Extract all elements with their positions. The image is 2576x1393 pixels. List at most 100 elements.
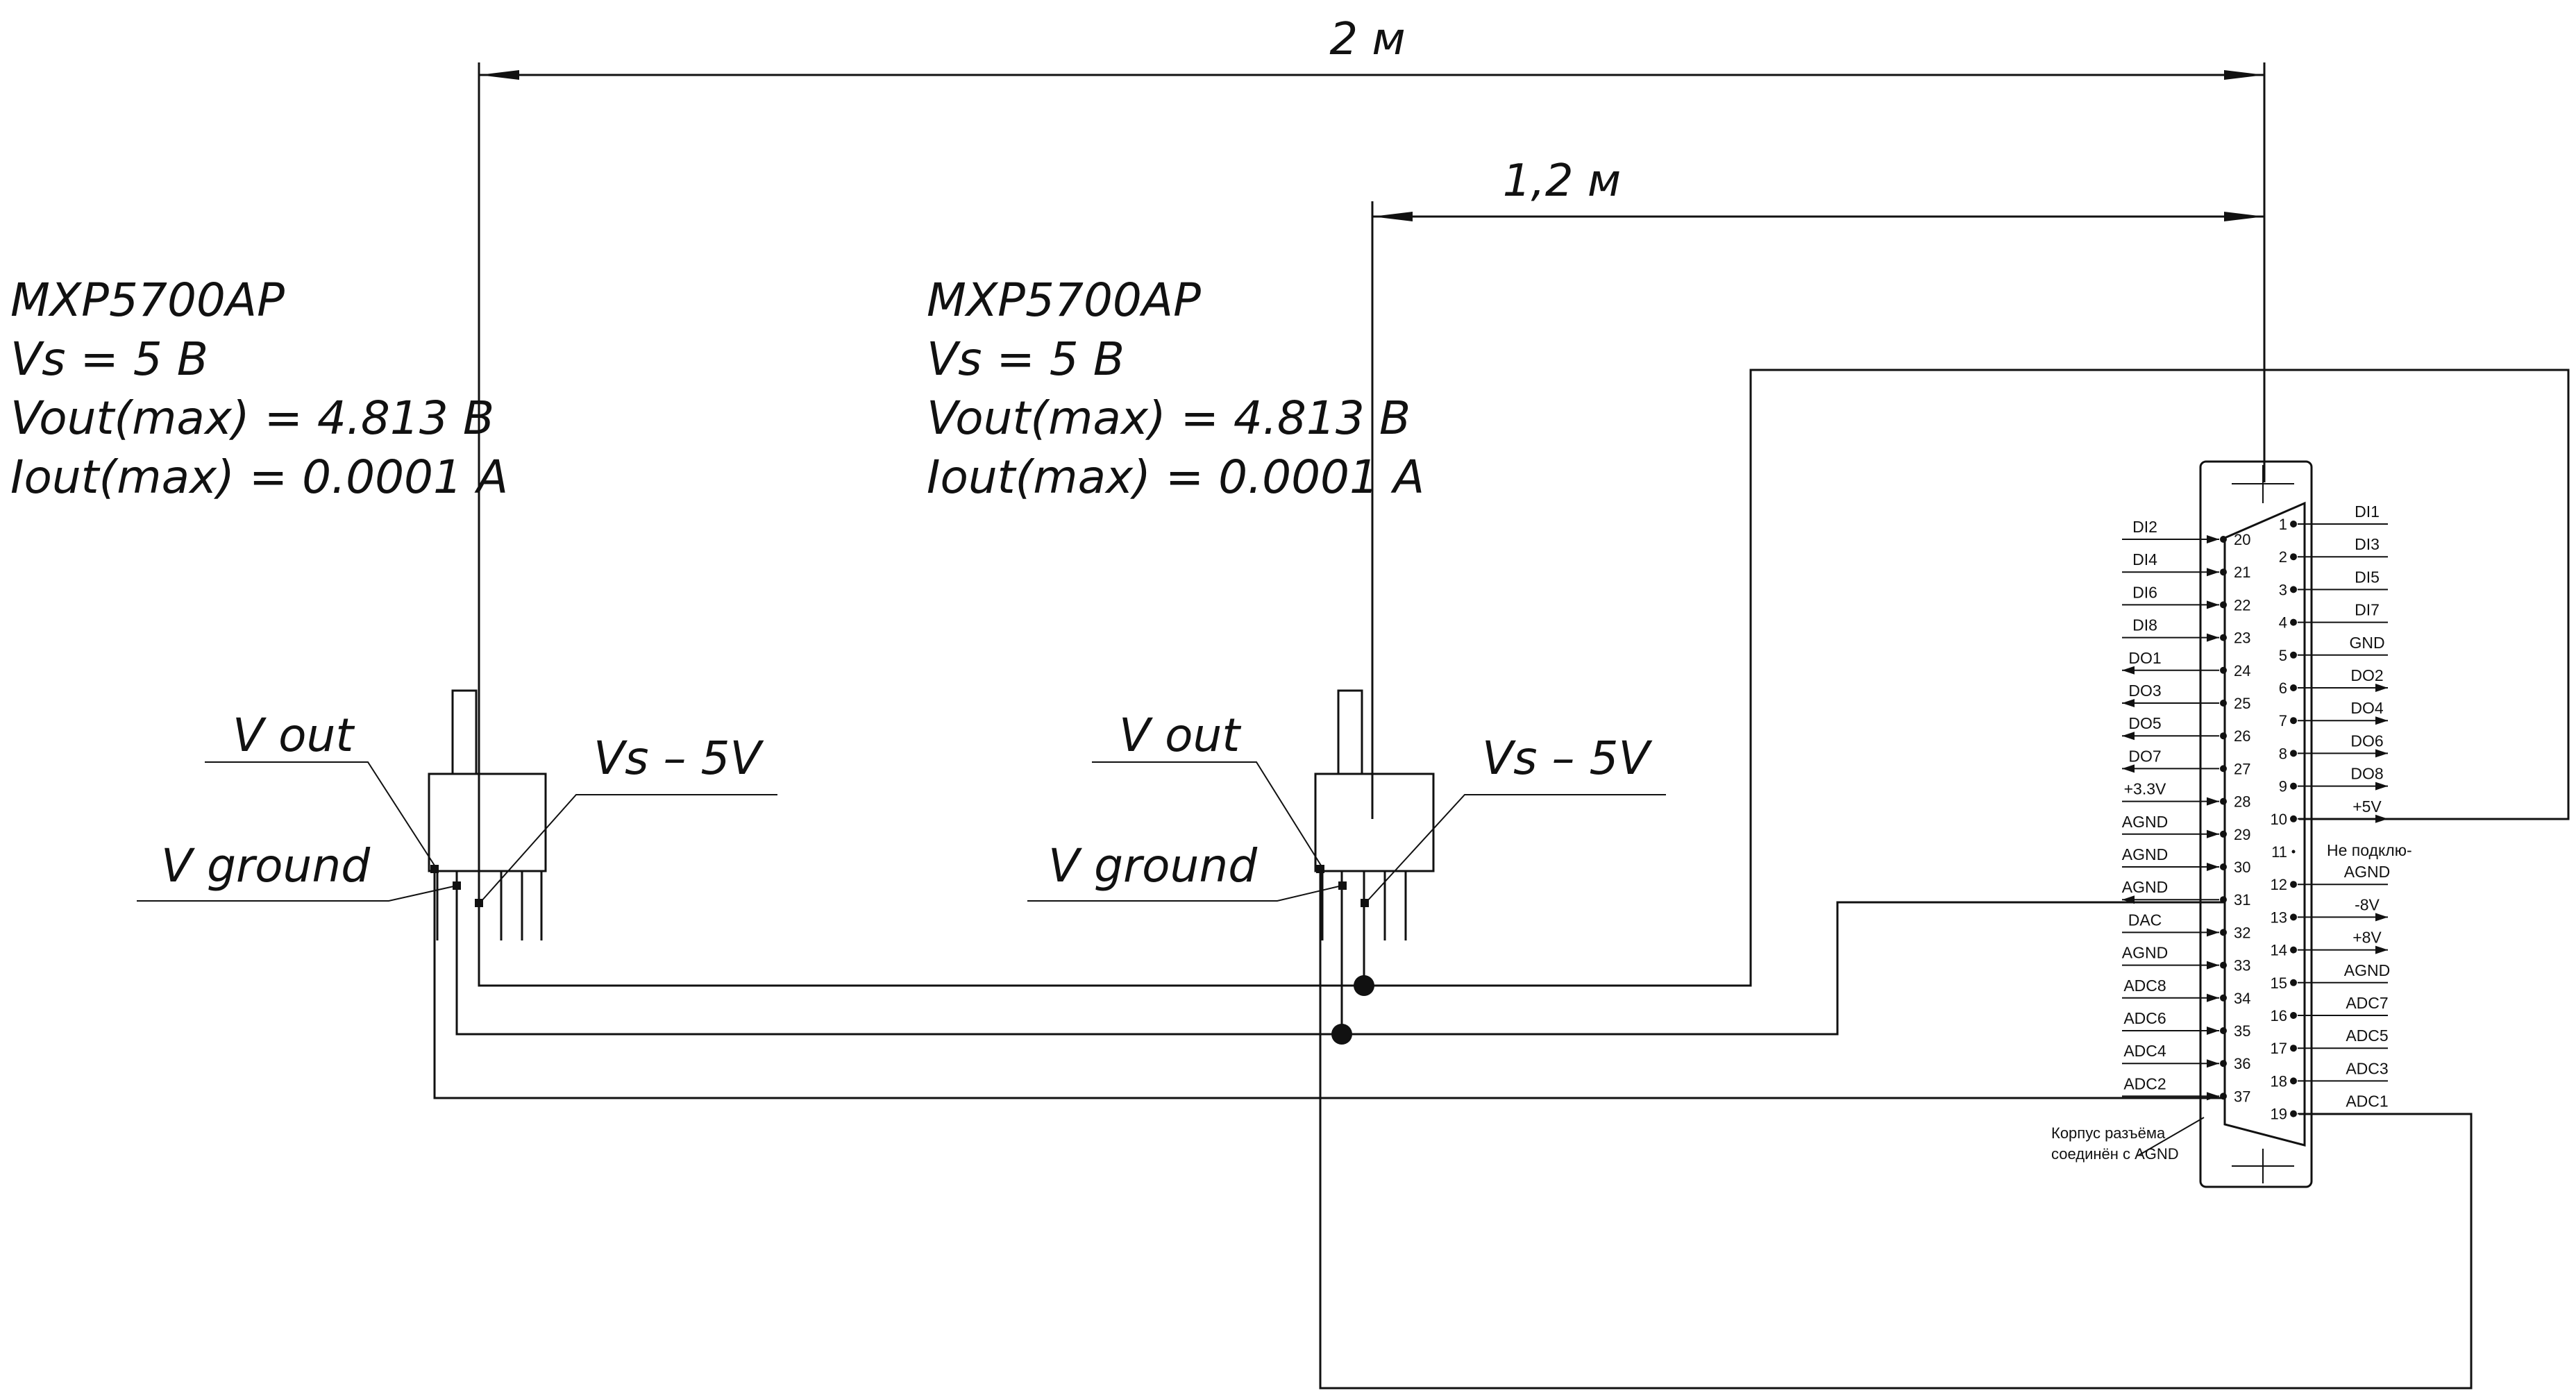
pin-signal: DI8 <box>2132 616 2157 634</box>
pin-signal: AGND <box>2122 813 2168 831</box>
pin-signal: ADC5 <box>2346 1027 2388 1045</box>
pin-signal: AGND <box>2122 845 2168 863</box>
pin-signal: +8V <box>2352 929 2382 947</box>
pin-number: 1 <box>2279 516 2287 533</box>
wiring <box>433 369 2570 1390</box>
sensor-2: V out V ground Vs – 5V <box>1027 689 1666 940</box>
pin-number: 24 <box>2234 662 2250 679</box>
pin-number: 21 <box>2234 564 2250 581</box>
pin-11: 11 Не подклю- <box>2271 841 2411 861</box>
sensor-1-specs: MXP5700AP Vs = 5 B Vout(max) = 4.813 B I… <box>10 273 508 504</box>
pin-number: 30 <box>2234 859 2250 876</box>
pin-signal: DO8 <box>2350 765 2383 783</box>
sensor-1-model: MXP5700AP <box>10 273 285 327</box>
pin-signal: AGND <box>2122 878 2168 896</box>
pin-signal: GND <box>2349 634 2384 652</box>
pin-signal: DO6 <box>2350 732 2383 750</box>
sensor-2-vs: Vs = 5 B <box>927 332 1125 386</box>
sensor-1-vs-label: Vs – 5V <box>594 732 764 785</box>
sensor-2-model: MXP5700AP <box>927 273 1201 327</box>
pin-number: 6 <box>2279 679 2287 697</box>
pin-number: 25 <box>2234 695 2250 712</box>
pin-14: 14+8V <box>2271 929 2388 959</box>
pin-number: 31 <box>2234 891 2250 909</box>
pin-number: 13 <box>2271 909 2287 926</box>
pin-23: 23 DI8 <box>2122 616 2250 647</box>
pin-number: 5 <box>2279 647 2287 664</box>
pin-10: 10 +5V <box>2271 797 2388 828</box>
pin-number: 15 <box>2271 974 2287 992</box>
pin-signal: ADC3 <box>2346 1059 2388 1077</box>
pin-number: 10 <box>2271 811 2287 828</box>
pin-signal: DI5 <box>2355 568 2380 586</box>
pin-number: 20 <box>2234 531 2250 548</box>
sensor-2-vout: Vout(max) = 4.813 B <box>927 391 1411 445</box>
pin-26: 26 DO5 <box>2122 714 2250 745</box>
pin-signal: DAC <box>2128 911 2162 929</box>
pin-number: 35 <box>2234 1022 2250 1040</box>
pin-signal: DI4 <box>2132 550 2157 568</box>
pin-29: 29 AGND <box>2122 813 2251 843</box>
pin-31: 31 AGND <box>2122 878 2251 909</box>
pin-signal: DO1 <box>2128 649 2161 667</box>
sensor-1-vground-label: V ground <box>161 839 371 893</box>
pin-5: 5 GND <box>2279 634 2388 664</box>
pin-signal: AGND <box>2344 961 2390 979</box>
pin-13: 13-8V <box>2271 895 2388 926</box>
pin-signal: DI3 <box>2355 535 2380 553</box>
pin-signal: ADC1 <box>2346 1092 2388 1111</box>
sensor-1-vout-label: V out <box>233 709 355 762</box>
pin-number: 26 <box>2234 727 2250 745</box>
pin-28: 28+3.3V <box>2122 780 2250 811</box>
sensor-2-vs-label: Vs – 5V <box>1482 732 1652 785</box>
pin-number: 36 <box>2234 1055 2250 1072</box>
pin-signal: Не подклю- <box>2327 841 2412 859</box>
pin-number: 3 <box>2279 581 2287 598</box>
pin-number: 27 <box>2234 760 2250 777</box>
pin-signal: ADC7 <box>2346 994 2388 1012</box>
pin-number: 9 <box>2279 778 2287 795</box>
pin-24: 24 DO1 <box>2122 649 2250 679</box>
pin-number: 7 <box>2279 712 2287 729</box>
pin-signal: +5V <box>2352 797 2382 816</box>
pin-signal: DI2 <box>2132 518 2157 536</box>
pin-signal: DI1 <box>2355 503 2380 521</box>
sensor-2-vout-label: V out <box>1119 709 1241 762</box>
sensor-1-vout: Vout(max) = 4.813 B <box>10 391 494 445</box>
pin-number: 29 <box>2234 826 2250 843</box>
pin-signal: DO5 <box>2128 714 2161 732</box>
pin-number: 19 <box>2271 1106 2287 1123</box>
connector-note-line1: Корпус разъёма <box>2051 1124 2166 1142</box>
pin-1: 1 DI1 <box>2279 503 2388 533</box>
dimension-long: 2 м <box>478 14 2266 986</box>
pin-number: 22 <box>2234 596 2250 614</box>
pin-number: 11 <box>2271 843 2287 861</box>
pin-2: 2 DI3 <box>2279 535 2388 566</box>
pin-number: 16 <box>2271 1007 2287 1024</box>
connector-note-line2: соединён с AGND <box>2051 1145 2179 1163</box>
pin-signal: ADC2 <box>2123 1074 2166 1092</box>
pin-number: 2 <box>2279 548 2287 566</box>
dimension-long-label: 2 м <box>1329 14 1405 65</box>
pin-3: 3 DI5 <box>2279 568 2388 598</box>
pin-signal: DO2 <box>2350 666 2383 684</box>
pin-signal: DI6 <box>2132 583 2157 601</box>
pin-number: 37 <box>2234 1088 2250 1105</box>
pin-number: 23 <box>2234 630 2250 647</box>
sensor-2-iout: Iout(max) = 0.0001 A <box>927 450 1424 504</box>
